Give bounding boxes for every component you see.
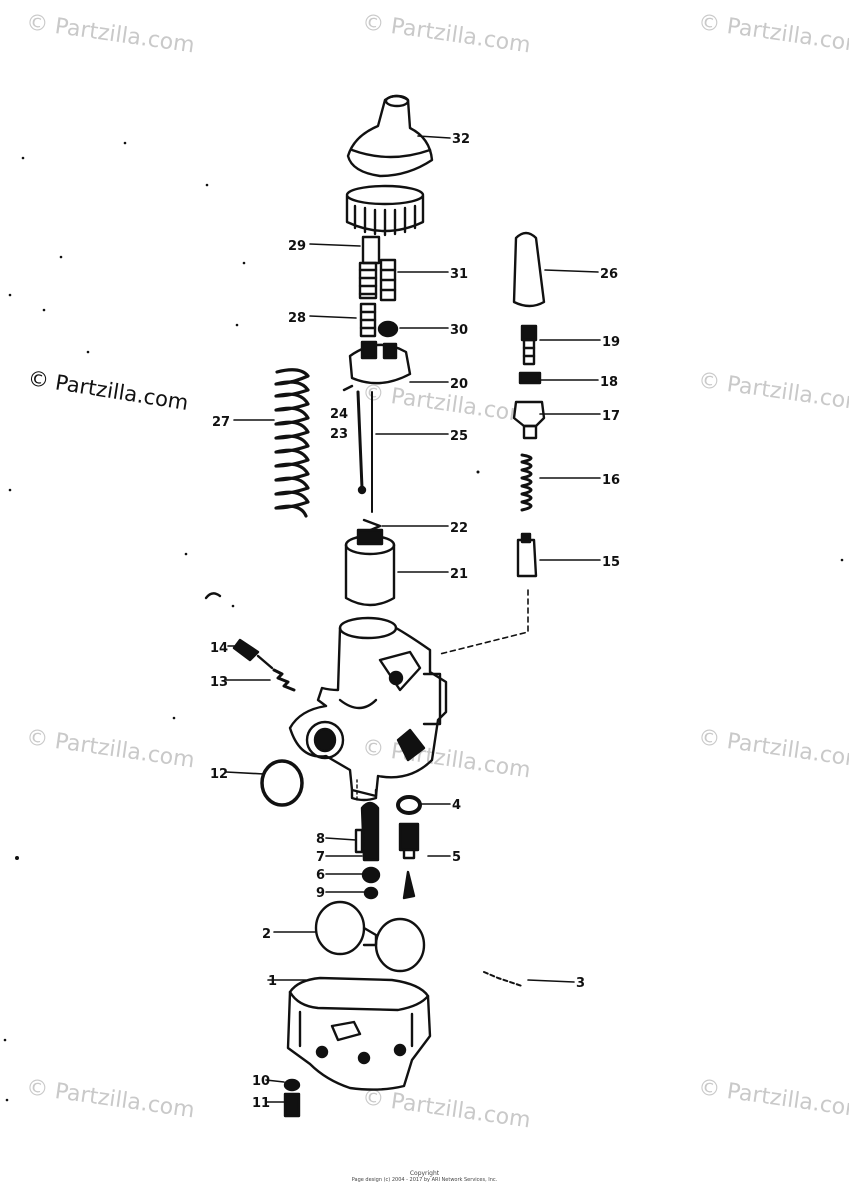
assembly-line xyxy=(439,589,529,655)
float-pin xyxy=(483,971,523,987)
cable-boot xyxy=(512,231,546,308)
callout-2: 2 xyxy=(262,927,271,942)
valve-seat xyxy=(398,822,420,860)
air-screw-spring xyxy=(272,668,296,692)
callout-15: 15 xyxy=(602,555,620,570)
callout-25: 25 xyxy=(450,429,468,444)
page-design-credit: Page design (c) 2004 - 2017 by ARI Netwo… xyxy=(351,1177,498,1183)
threaded-cap xyxy=(345,184,425,237)
o-ring xyxy=(260,759,304,807)
callout-18: 18 xyxy=(600,375,618,390)
callout-26: 26 xyxy=(600,267,618,282)
callout-6: 6 xyxy=(316,868,325,883)
callout-labels: 1 2 3 4 5 6 7 8 9 10 11 12 13 14 15 16 1… xyxy=(210,132,620,1111)
cable-screw xyxy=(379,258,397,302)
carburetor-body xyxy=(288,616,448,802)
small-nut xyxy=(377,320,399,338)
callout-17: 17 xyxy=(602,409,620,424)
callout-29: 29 xyxy=(288,239,306,254)
throttle-valve xyxy=(344,528,396,607)
callout-23: 23 xyxy=(330,427,348,442)
callout-13: 13 xyxy=(210,675,228,690)
small-fitting xyxy=(204,592,222,600)
callout-21: 21 xyxy=(450,567,468,582)
top-cap xyxy=(346,94,434,178)
callout-19: 19 xyxy=(602,335,620,350)
callout-9: 9 xyxy=(316,886,325,901)
callout-16: 16 xyxy=(602,473,620,488)
callout-11: 11 xyxy=(252,1096,270,1111)
callout-8: 8 xyxy=(316,832,325,847)
callout-1: 1 xyxy=(268,974,277,989)
air-screw xyxy=(232,638,274,670)
callout-5: 5 xyxy=(452,850,461,865)
float-needle xyxy=(402,870,416,900)
choke-spring xyxy=(520,453,533,512)
needle-clip xyxy=(342,384,354,392)
main-jet xyxy=(363,886,379,900)
throttle-spring xyxy=(274,368,310,518)
callout-4: 4 xyxy=(452,798,461,813)
callout-10: 10 xyxy=(252,1074,270,1089)
callout-7: 7 xyxy=(316,850,325,865)
callout-30: 30 xyxy=(450,323,468,338)
cable-adjuster xyxy=(520,324,538,366)
callout-28: 28 xyxy=(288,311,306,326)
callout-27: 27 xyxy=(212,415,230,430)
float-bowl xyxy=(286,976,432,1091)
adjuster-nut xyxy=(518,371,542,385)
scan-specks xyxy=(3,141,844,1102)
callout-24: 24 xyxy=(330,407,348,422)
adjust-screw xyxy=(358,235,381,300)
callout-22: 22 xyxy=(450,521,468,536)
choke-plunger xyxy=(516,532,538,578)
leader-lines xyxy=(225,135,601,1103)
callout-32: 32 xyxy=(452,132,470,147)
callout-20: 20 xyxy=(450,377,468,392)
jet-needle xyxy=(356,390,364,490)
drain-gasket xyxy=(283,1078,301,1092)
callout-3: 3 xyxy=(576,976,585,991)
mixing-chamber-top xyxy=(348,340,412,385)
callout-14: 14 xyxy=(210,641,228,656)
choke-fitting xyxy=(512,400,546,440)
floats xyxy=(314,900,426,973)
callout-31: 31 xyxy=(450,267,468,282)
drain-plug xyxy=(283,1092,301,1118)
lock-nut xyxy=(359,302,377,338)
callout-12: 12 xyxy=(210,767,228,782)
main-jet-washer xyxy=(361,866,381,884)
needle-jet xyxy=(354,801,380,862)
seat-washer xyxy=(396,795,422,815)
copyright-label: Copyright xyxy=(409,1170,440,1177)
